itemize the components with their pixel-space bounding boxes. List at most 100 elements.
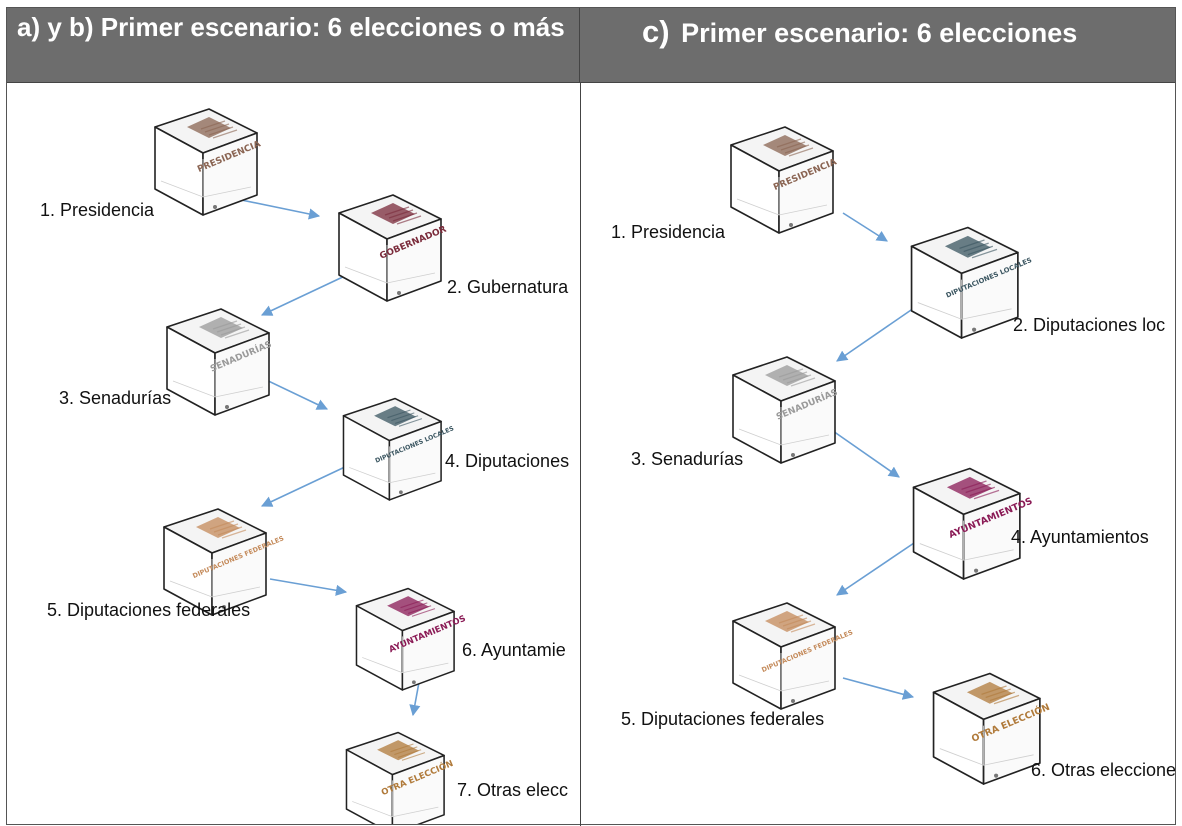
right-step-label-4: 4. Ayuntamientos xyxy=(1011,527,1149,547)
left-ballot-box-1: PRESIDENCIA xyxy=(143,97,262,216)
right-ballot-box-5: DIPUTACIONES FEDERALES xyxy=(721,591,854,710)
ine-logo-icon xyxy=(213,205,217,209)
ballot-line xyxy=(790,623,816,633)
ballot-slot-icon xyxy=(387,596,430,617)
ballot-line xyxy=(411,608,436,617)
ballot-line xyxy=(778,368,804,378)
ine-logo-icon xyxy=(791,699,795,703)
ballot-line xyxy=(961,480,987,490)
right-step-label-3: 3. Senadurías xyxy=(631,449,744,469)
ballot-line xyxy=(969,486,996,497)
ballot-box-cube-icon: AYUNTAMIENTOS xyxy=(912,467,1034,580)
ballot-line xyxy=(407,605,432,614)
ballot-line xyxy=(224,329,250,339)
ballot-line xyxy=(959,239,985,249)
ballot-slot-icon xyxy=(374,406,417,427)
ballot-box-cube-icon: SENADURÍAS xyxy=(166,308,273,416)
header-scenario-c: c) Primer escenario: 6 elecciones xyxy=(580,8,1175,83)
left-step-label-1: 1. Presidencia xyxy=(40,200,155,220)
ballot-line xyxy=(965,483,991,494)
ballot-box-cube-icon: DIPUTACIONES FEDERALES xyxy=(163,508,285,616)
ballot-line xyxy=(200,120,226,130)
left-step-label-2: 2. Gubernatura xyxy=(447,277,569,297)
ballot-line xyxy=(782,371,808,381)
ballot-slot-icon xyxy=(377,740,420,761)
right-step-label-2: 2. Diputaciones loc xyxy=(1013,315,1166,335)
ballot-line xyxy=(216,323,242,333)
ballot-line xyxy=(390,743,414,753)
ballot-line xyxy=(221,529,247,539)
cube-guide-lines xyxy=(344,245,436,284)
cube-guide-lines xyxy=(738,653,830,692)
header-scenario-c-letter: c) xyxy=(642,14,670,49)
header-scenario-c-title: Primer escenario: 6 elecciones xyxy=(681,18,1078,48)
right-flow-arrow-1 xyxy=(842,212,888,242)
ballot-line xyxy=(404,602,428,612)
left-flow-arrow-2 xyxy=(260,274,348,316)
left-step-label-7: 7. Otras elecc xyxy=(457,780,569,800)
ballot-line xyxy=(388,209,414,219)
left-ballot-box-5: DIPUTACIONES FEDERALES xyxy=(152,497,285,616)
ballot-line xyxy=(993,694,1020,705)
ballot-box-cube-icon: GOBERNADOR xyxy=(338,194,448,302)
ine-logo-icon xyxy=(397,291,401,295)
left-step-label-4: 4. Diputaciones xyxy=(445,451,570,471)
ballot-line xyxy=(963,242,989,253)
cube-guide-lines xyxy=(362,636,449,674)
ballot-line xyxy=(967,245,994,256)
ine-logo-icon xyxy=(398,490,403,495)
ine-logo-icon xyxy=(994,773,999,778)
ballot-slot-icon xyxy=(765,611,809,632)
ballot-line xyxy=(401,752,426,761)
right-ballot-box-3: SENADURÍAS xyxy=(721,345,839,464)
cube-guide-lines xyxy=(160,159,252,198)
comparison-table: a) y b) Primer escenario: 6 elecciones o… xyxy=(6,7,1176,826)
left-step-label-5: 5. Diputaciones federales xyxy=(47,600,251,620)
ballot-line xyxy=(778,614,804,624)
ballot-box-cube-icon: DIPUTACIONES FEDERALES xyxy=(732,602,854,710)
ballot-box-cube-icon: DIPUTACIONES LOCALES xyxy=(910,226,1033,339)
ballot-box-cube-icon: DIPUTACIONES LOCALES xyxy=(342,397,456,501)
cube-guide-lines xyxy=(736,177,828,216)
ballot-line xyxy=(212,129,238,139)
header-scenario-ab: a) y b) Primer escenario: 6 elecciones o… xyxy=(7,8,580,83)
ballot-line xyxy=(394,746,418,756)
cube-guide-lines xyxy=(169,559,261,598)
right-flow-arrow-5 xyxy=(842,677,915,700)
ine-logo-icon xyxy=(222,605,226,609)
ine-logo-icon xyxy=(974,568,979,573)
ballot-box-cube-icon: PRESIDENCIA xyxy=(730,126,838,234)
ballot-line xyxy=(217,526,243,536)
ine-logo-icon xyxy=(225,405,229,409)
ballot-box-cube-icon: OTRA ELECCIÓN xyxy=(345,731,455,824)
ballot-slot-icon xyxy=(196,517,240,538)
cube-guide-lines xyxy=(172,359,264,398)
ballot-line xyxy=(776,138,802,148)
ine-logo-icon xyxy=(972,327,977,332)
ballot-line xyxy=(400,599,424,609)
left-ballot-box-4: DIPUTACIONES LOCALES xyxy=(332,387,456,501)
left-flow-arrow-4 xyxy=(260,465,348,507)
right-ballot-box-4: AYUNTAMIENTOS xyxy=(901,456,1034,580)
ballot-line xyxy=(208,126,234,136)
ballot-line xyxy=(780,141,806,151)
left-step-label-3: 3. Senadurías xyxy=(59,388,172,408)
left-ballot-box-6: AYUNTAMIENTOS xyxy=(345,577,467,691)
right-ballot-box-6: OTRA ELECCIÓN xyxy=(921,661,1052,785)
ballot-line xyxy=(786,374,812,384)
left-ballot-box-3: SENADURÍAS xyxy=(155,297,273,416)
left-flow-arrow-3 xyxy=(259,376,329,410)
ballot-slot-icon xyxy=(765,365,809,386)
ballot-line xyxy=(981,685,1007,695)
ballot-box-cube-icon: PRESIDENCIA xyxy=(154,108,262,216)
left-step-label-6: 6. Ayuntamie xyxy=(462,640,566,660)
ballot-line xyxy=(985,688,1011,699)
cube-guide-lines xyxy=(917,279,1012,320)
arrows-layer-right xyxy=(832,212,918,700)
ballot-line xyxy=(397,749,422,758)
cube-guide-lines xyxy=(352,780,439,818)
right-step-label-6: 6. Otras eleccione xyxy=(1031,760,1175,780)
right-step-label-1: 1. Presidencia xyxy=(611,222,726,242)
